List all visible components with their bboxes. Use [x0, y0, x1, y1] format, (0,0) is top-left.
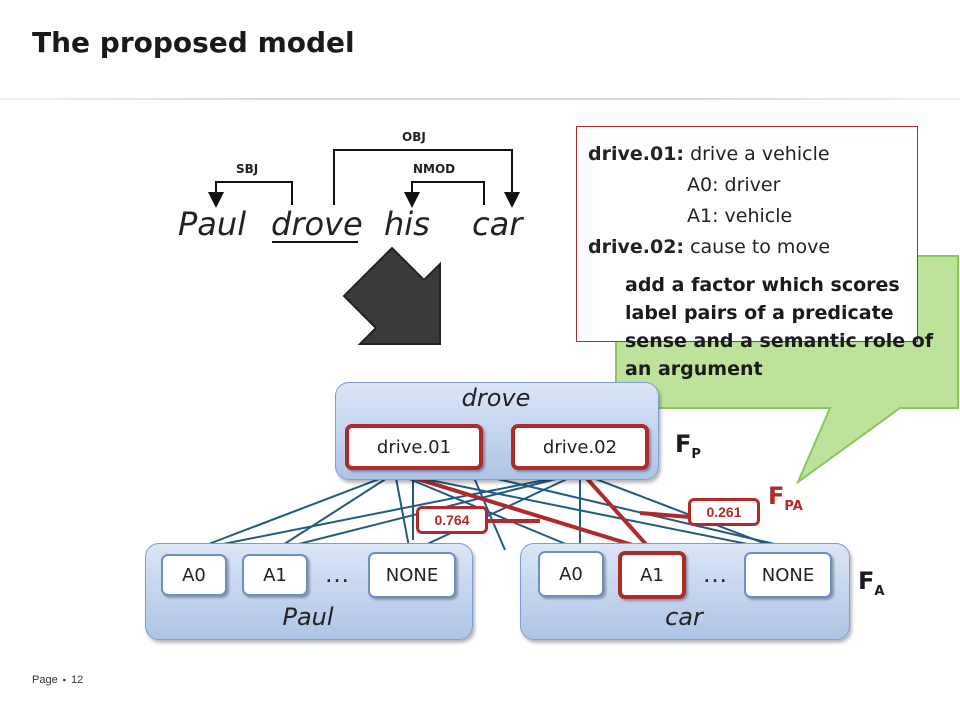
footer-separator-icon: ▪ [62, 675, 66, 685]
predicate-group-label: drove [461, 384, 531, 412]
score-tag-1: 0.764 [416, 506, 488, 534]
argument-group-label-car: car [665, 603, 703, 631]
dep-label-obj: OBJ [402, 130, 426, 144]
title-divider [0, 98, 960, 100]
callout-text: add a factor which scores label pairs of… [625, 274, 934, 380]
paul-ellipsis: … [324, 558, 350, 588]
node-car-none: NONE [744, 552, 832, 598]
score-tag-2: 0.261 [688, 498, 760, 526]
down-arrow-icon [342, 246, 441, 345]
obj-arc [333, 149, 520, 208]
node-car-a1: A1 [618, 551, 686, 599]
node-car-a0: A0 [538, 551, 604, 597]
sense-line-2: A0: driver [687, 174, 781, 196]
sense-line-1: drive.01: drive a vehicle [588, 143, 830, 165]
node-drive-01: drive.01 [345, 424, 483, 470]
node-paul-a0: A0 [161, 554, 227, 596]
footer-page-number: 12 [71, 674, 84, 686]
factor-label-fa: FA [858, 567, 885, 599]
nmod-arc [404, 181, 485, 208]
page-footer: Page ▪ 12 [32, 674, 83, 686]
node-paul-a1: A1 [242, 554, 308, 596]
footer-page-label: Page [32, 674, 58, 686]
argument-group-label-paul: Paul [282, 603, 334, 631]
slide-title: The proposed model [32, 26, 355, 59]
sense-line-3: A1: vehicle [687, 205, 793, 227]
factor-label-fpa: FPA [768, 482, 803, 514]
word-car: car [472, 205, 523, 243]
dep-label-nmod: NMOD [413, 162, 456, 176]
node-drive-02: drive.02 [511, 424, 649, 470]
sbj-arc [208, 181, 293, 208]
node-paul-none: NONE [368, 552, 456, 598]
dependency-arcs [208, 149, 520, 243]
word-his: his [384, 205, 430, 243]
highlighted-edges [397, 471, 691, 553]
word-drove: drove [271, 205, 363, 243]
sense-line-4: drive.02: cause to move [588, 236, 831, 258]
sense-inventory-box [576, 126, 918, 342]
word-paul: Paul [178, 205, 247, 243]
car-ellipsis: … [702, 558, 728, 588]
dep-label-sbj: SBJ [236, 162, 259, 176]
factor-label-fp: FP [675, 430, 701, 462]
